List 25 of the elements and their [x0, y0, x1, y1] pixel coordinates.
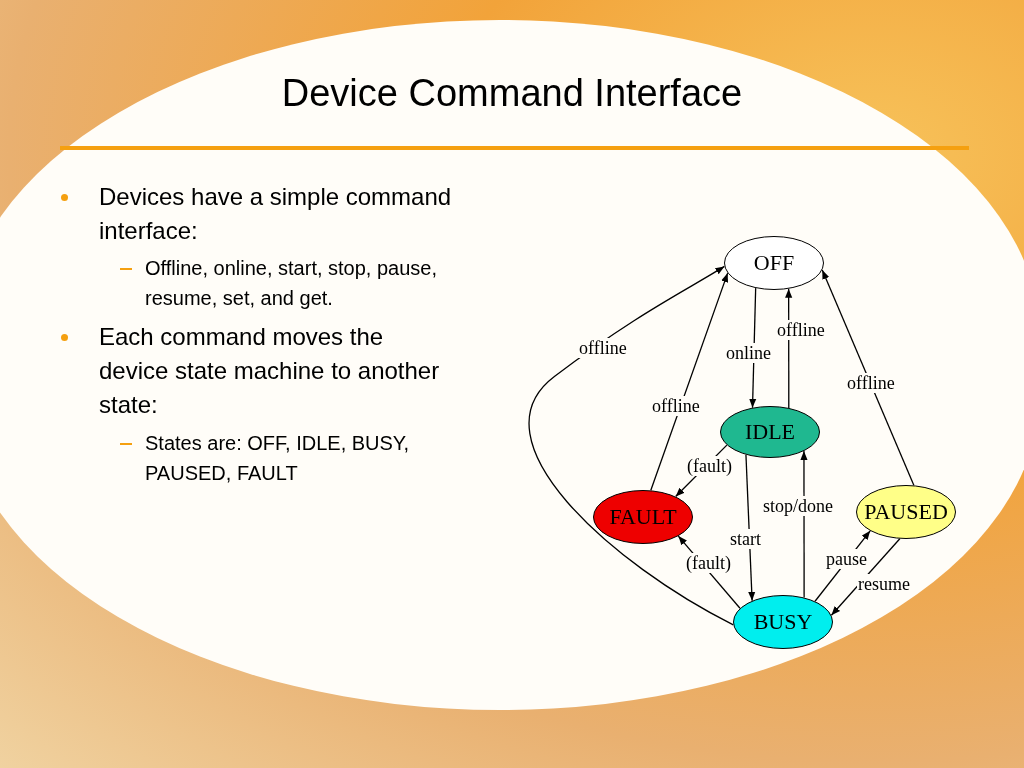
slide-title: Device Command Interface: [280, 72, 744, 115]
edge-label: (fault): [685, 553, 732, 573]
state-ellipse: FAULT: [593, 490, 693, 544]
edge-label: offline: [651, 396, 701, 416]
edge-label: start: [729, 529, 762, 549]
edge-label: offline: [578, 338, 628, 358]
bullet-text: Devices have a simple command interface:: [99, 182, 453, 246]
edge-label: offline: [776, 320, 826, 340]
transition-arrow: [650, 272, 729, 491]
bullet-text: Offline, online, start, stop, pause, resume, set, and get.: [145, 256, 439, 311]
state-ellipse: IDLE: [720, 406, 820, 458]
edge-label: offline: [846, 373, 896, 393]
transition-arrow: [830, 538, 901, 616]
state-ellipse: PAUSED: [856, 485, 956, 539]
bullet-text: Each command moves the device state machine to another state:: [99, 322, 441, 420]
edge-label: (fault): [686, 456, 733, 476]
transition-arrow: [745, 454, 756, 602]
state-ellipse: BUSY: [733, 595, 833, 649]
transition-arrow: [821, 269, 915, 486]
edge-label: stop/done: [762, 496, 834, 516]
transition-arrow: [529, 265, 734, 626]
edge-label: online: [725, 343, 772, 363]
state-ellipse: OFF: [724, 236, 824, 290]
edge-label: pause: [825, 549, 868, 569]
bullet-text: States are: OFF, IDLE, BUSY, PAUSED, FAULT: [145, 431, 411, 486]
